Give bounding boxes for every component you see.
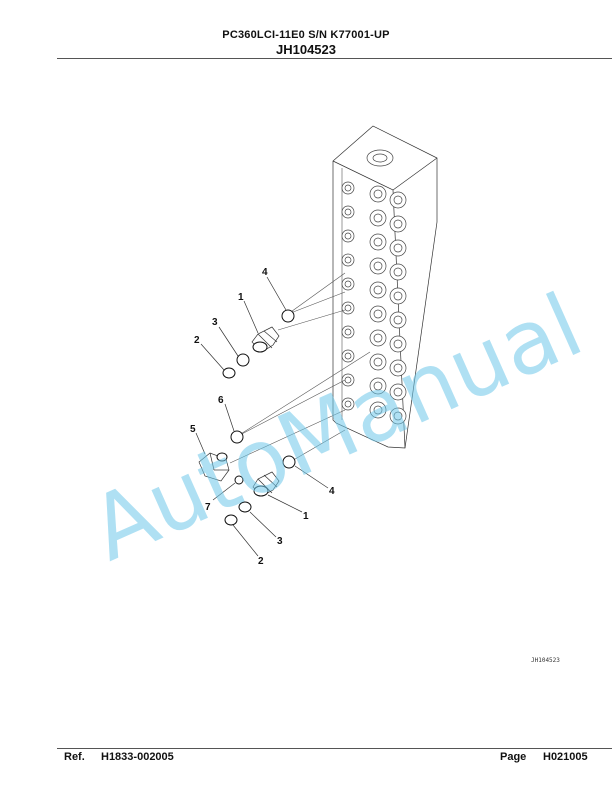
callout-3-upper: 3 [212,317,218,328]
callout-5: 5 [190,424,196,435]
page-footer: Ref. H1833-002005 Page H021005 [0,751,612,767]
ref-label: Ref. [64,751,85,763]
callout-2-lower: 2 [258,556,264,567]
drawing-id: JH104523 [531,657,560,664]
footer-rule [57,748,612,749]
assembly-lines [229,272,371,464]
ref-value: H1833-002005 [101,751,174,763]
callout-2-upper: 2 [194,335,200,346]
callout-4-upper: 4 [262,267,268,278]
fitting-lower [252,471,280,497]
callout-7: 7 [205,502,211,513]
callouts: 4 1 3 2 6 5 7 4 1 3 2 [190,267,335,567]
fitting-upper [251,326,280,353]
callout-1-upper: 1 [238,292,244,303]
callout-3-lower: 3 [277,536,283,547]
watermark: AutoManual [76,273,597,580]
header-rule [57,58,612,59]
page-header: PC360LCI-11E0 S/N K77001-UP JH104523 [0,29,612,57]
elbow-fitting [198,452,230,482]
callout-4-lower: 4 [329,486,335,497]
callout-1-lower: 1 [303,511,309,522]
callout-6: 6 [218,395,224,406]
machine-model: PC360LCI-11E0 S/N K77001-UP [222,29,390,41]
page-label: Page [500,751,527,763]
valve-ports [341,181,407,425]
page-value: H021005 [543,751,588,763]
o-rings [222,309,296,526]
callout-leaders [195,276,329,557]
illustration-code: JH104523 [276,42,336,57]
